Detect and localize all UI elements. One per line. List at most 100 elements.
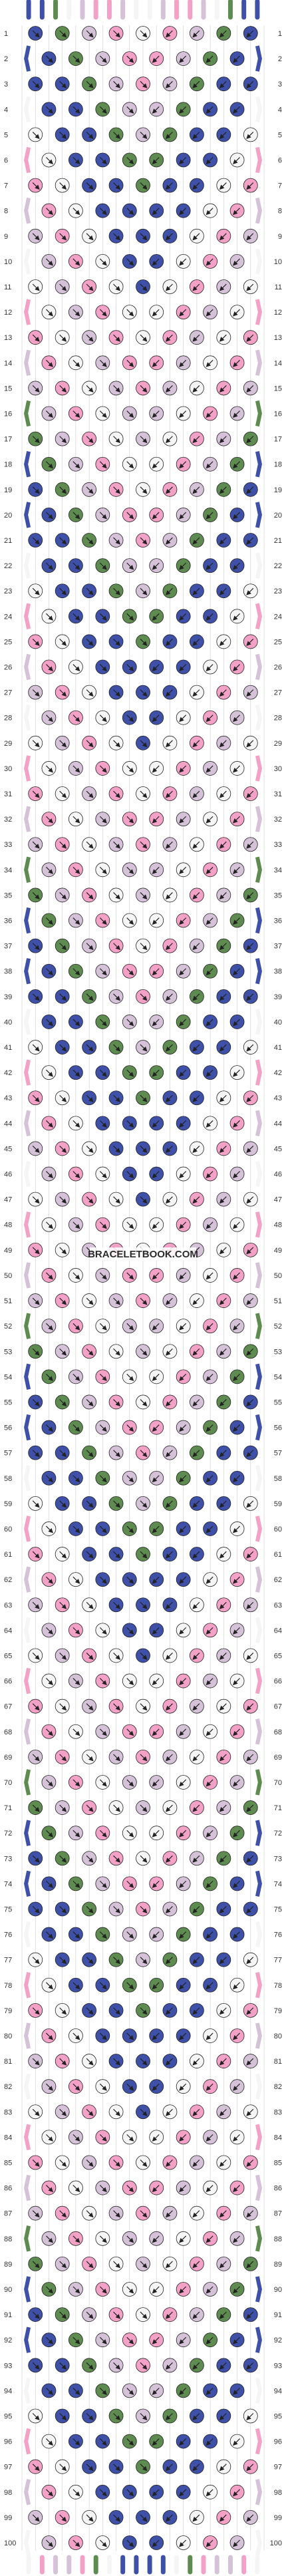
edge-string-right — [255, 248, 262, 275]
knot-arrow — [152, 715, 160, 723]
knot-arrow — [179, 816, 187, 824]
knot-arrow — [179, 1019, 187, 1027]
row-number-right: 30 — [274, 765, 282, 773]
knot-arrow — [46, 866, 53, 874]
row-number-left: 100 — [4, 2539, 16, 2547]
knot-arrow — [86, 334, 94, 342]
knot-arrow — [59, 436, 67, 444]
row-number-left: 94 — [4, 2387, 12, 2395]
knot-arrow — [246, 233, 254, 241]
knot-arrow — [99, 309, 107, 317]
edge-string-left — [24, 2276, 31, 2303]
knot-arrow — [165, 993, 173, 1001]
knot-arrow — [113, 1297, 121, 1305]
knot-arrow — [206, 1221, 214, 1229]
knot-arrow — [99, 461, 107, 469]
knot-arrow — [152, 816, 160, 824]
knot-arrow — [206, 55, 214, 63]
knot-arrow — [46, 512, 53, 520]
edge-string-right — [255, 552, 262, 579]
knot-arrow — [179, 917, 187, 925]
knot-arrow — [140, 790, 148, 798]
edge-string-right — [255, 1009, 262, 1035]
edge-string-right — [255, 1718, 262, 1745]
knot-arrow — [152, 1221, 160, 1229]
edge-string-right — [255, 705, 262, 731]
knot-arrow — [192, 30, 200, 38]
knot-arrow — [219, 30, 227, 38]
knot-arrow — [165, 1094, 173, 1102]
knot-arrow — [72, 917, 80, 925]
row-number-left: 56 — [4, 1424, 12, 1432]
knot-arrow — [219, 385, 227, 393]
knot-arrow — [126, 816, 134, 824]
edge-string-left — [24, 806, 31, 832]
knot-arrow — [113, 841, 121, 849]
knot-arrow — [192, 233, 200, 241]
row-number-left: 92 — [4, 2336, 12, 2344]
edge-string-right — [255, 2276, 262, 2303]
knot-arrow — [72, 562, 80, 570]
row-number-left: 85 — [4, 2159, 12, 2167]
knot-arrow — [179, 208, 187, 216]
knot-arrow — [126, 309, 134, 317]
knot-arrow — [179, 968, 187, 976]
edge-string-right — [255, 451, 262, 478]
knot-arrow — [206, 1120, 214, 1128]
knot-arrow — [140, 892, 148, 899]
knot-arrow — [246, 30, 254, 38]
string-lines — [21, 25, 265, 2551]
row-number-right: 47 — [274, 1196, 282, 1204]
knot-arrow — [140, 385, 148, 393]
row-number-right: 39 — [274, 993, 282, 1001]
knot-arrow — [46, 562, 53, 570]
knot-arrow — [126, 1171, 134, 1179]
row-number-left: 6 — [4, 157, 8, 165]
knot-arrow — [86, 689, 94, 697]
knots-layer — [24, 26, 262, 2556]
knot-arrow — [99, 866, 107, 874]
row-number-left: 5 — [4, 131, 8, 139]
knot-arrow — [246, 1348, 254, 1356]
knot-arrow — [165, 30, 173, 38]
row-number-right: 59 — [274, 1500, 282, 1508]
knot-arrow — [246, 892, 254, 899]
knot-arrow — [233, 816, 240, 824]
knot-arrow — [113, 1146, 121, 1153]
knot-arrow — [192, 436, 200, 444]
knot-arrow — [140, 943, 148, 951]
knot-arrow — [233, 866, 240, 874]
knot-arrow — [113, 80, 121, 88]
knot-arrow — [233, 917, 240, 925]
row-number-right: 50 — [274, 1272, 282, 1280]
row-number-left: 77 — [4, 1957, 12, 1965]
knot-arrow — [59, 943, 67, 951]
knot-arrow — [206, 968, 214, 976]
edge-string-right — [255, 958, 262, 985]
knot-arrow — [140, 689, 148, 697]
row-number-right: 82 — [274, 2083, 282, 2091]
knot-arrow — [86, 1196, 94, 1204]
knot-arrow — [140, 1044, 148, 1052]
knot-arrow — [219, 1348, 227, 1356]
knot-arrow — [86, 740, 94, 748]
knot-arrow — [206, 816, 214, 824]
knot-arrow — [233, 1221, 240, 1229]
knot-arrow — [246, 537, 254, 545]
row-number-right: 10 — [274, 258, 282, 266]
knot-arrow — [99, 1019, 107, 1027]
knot-arrow — [140, 740, 148, 748]
knot-arrow — [152, 1019, 160, 1027]
row-number-left: 1 — [4, 30, 8, 38]
knot-arrow — [152, 968, 160, 976]
knot-arrow — [126, 866, 134, 874]
edge-string-left — [24, 907, 31, 934]
knot-arrow — [72, 664, 80, 672]
row-number-left: 25 — [4, 638, 12, 646]
row-number-right: 32 — [274, 816, 282, 824]
row-number-right: 23 — [274, 587, 282, 595]
row-number-left: 50 — [4, 1272, 12, 1280]
edge-string-right — [255, 1617, 262, 1644]
knot-arrow — [99, 664, 107, 672]
knot-arrow — [192, 537, 200, 545]
